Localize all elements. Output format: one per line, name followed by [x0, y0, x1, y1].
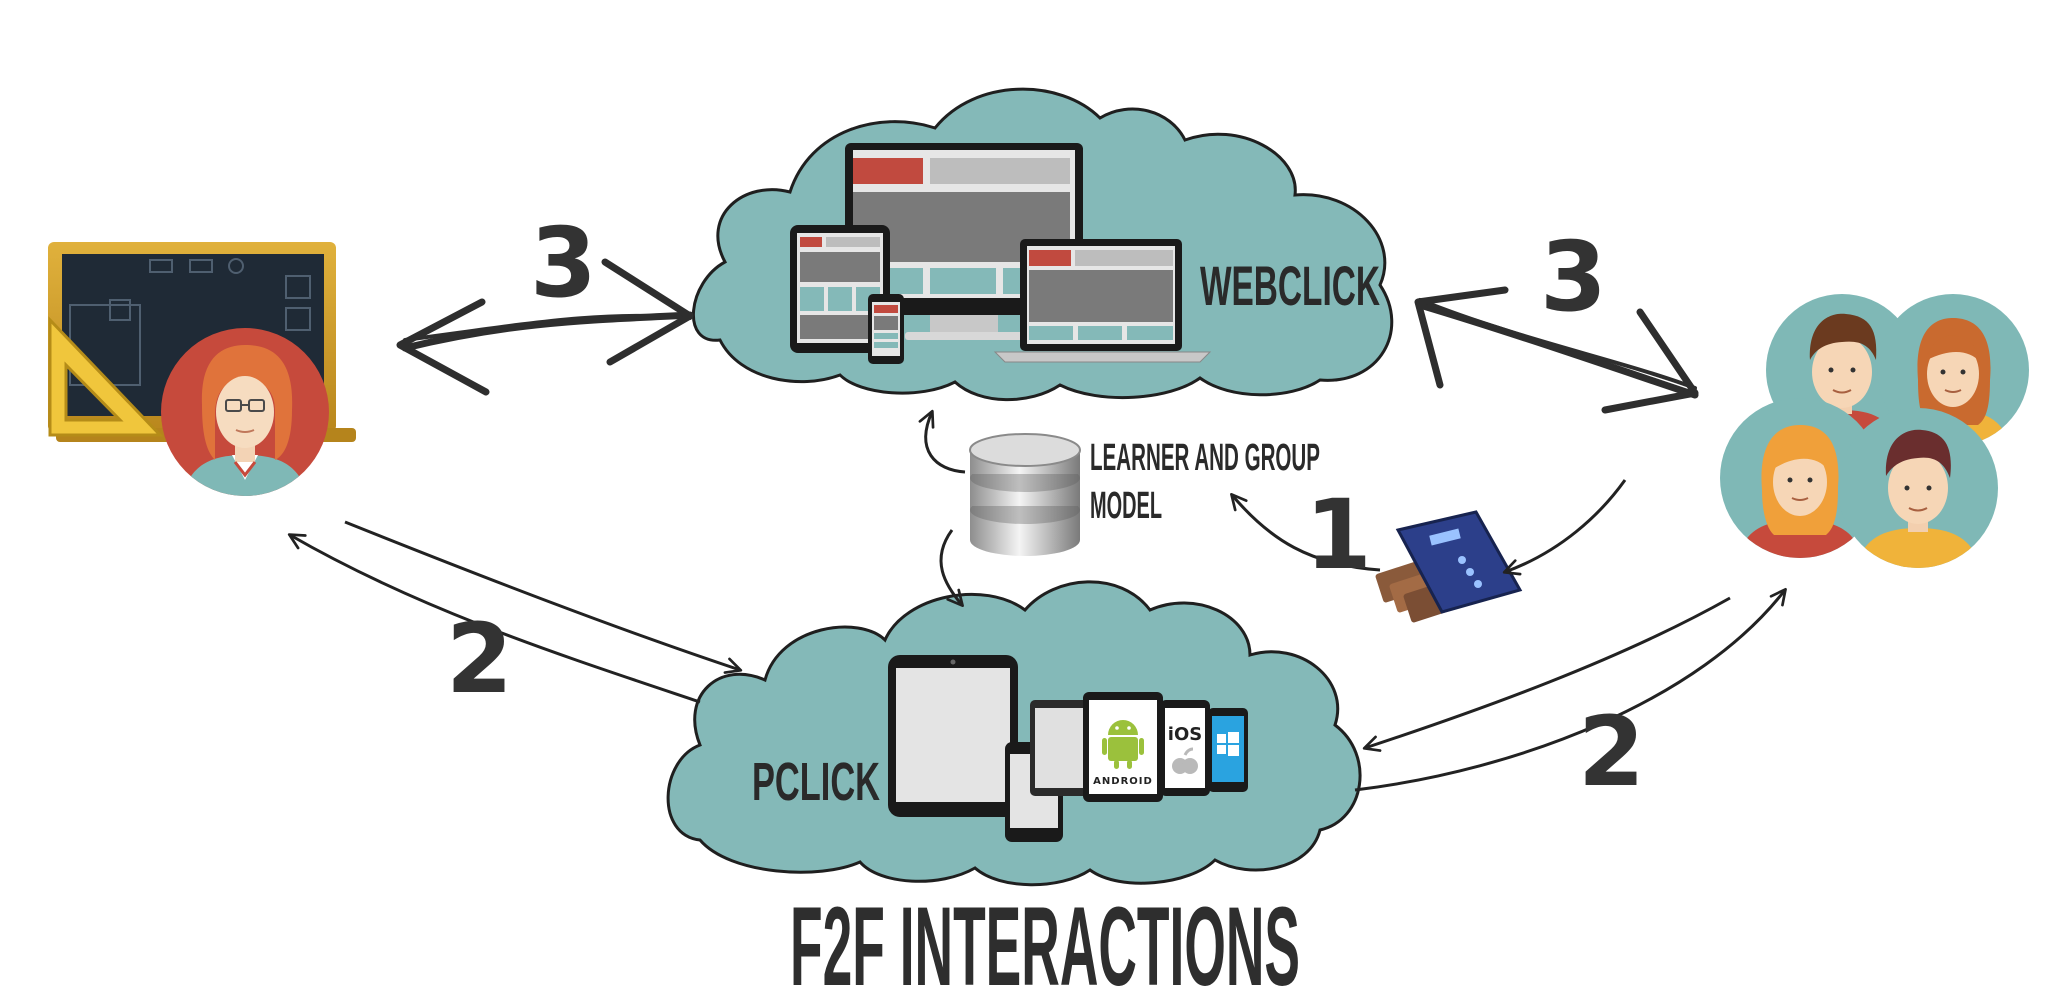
- responsive-devices-icon: [790, 143, 1212, 364]
- ios-label: iOS: [1168, 724, 1202, 745]
- arrow-teacher-pclick: [287, 520, 743, 704]
- model-label-line2: MODEL: [1090, 485, 1162, 527]
- student-group-icon: [1720, 294, 2029, 568]
- apple-icon: [1172, 747, 1198, 774]
- step-number-teacher-webclick: 3: [530, 207, 597, 319]
- arrow-model-webclick: [918, 409, 966, 474]
- windows-icon: [1217, 732, 1239, 756]
- tablets-phones-icon: ANDROID iOS: [888, 655, 1248, 842]
- model-label-line1: LEARNER AND GROUP: [1090, 437, 1320, 479]
- database-icon: [969, 433, 1081, 556]
- arrow-students-clicker: [1502, 479, 1627, 576]
- webclick-label: WEBCLICK: [1200, 254, 1380, 317]
- pclick-cloud: PCLICK ANDR: [666, 580, 1362, 887]
- teacher-figure: [180, 345, 310, 496]
- teacher-at-blackboard-icon: [48, 242, 356, 496]
- pclick-label: PCLICK: [752, 752, 880, 812]
- footer-title: F2F INTERACTIONS: [790, 884, 1300, 1000]
- webclick-cloud: WEBCLICK: [691, 87, 1394, 402]
- clicker-remote-icon: [1375, 510, 1523, 623]
- android-icon: [1102, 720, 1144, 769]
- android-label: ANDROID: [1093, 776, 1153, 787]
- step-number-webclick-students: 3: [1540, 221, 1607, 333]
- step-number-students-pclick: 2: [1578, 696, 1645, 808]
- set-square-icon: [48, 316, 164, 437]
- arrow-webclick-students: [1414, 286, 1699, 414]
- arrow-model-pclick: [939, 529, 964, 608]
- arrow-teacher-webclick: [396, 258, 694, 396]
- arrow-students-pclick: [1354, 587, 1787, 792]
- step-number-teacher-pclick: 2: [446, 603, 513, 715]
- step-number-clicker-model: 1: [1305, 479, 1372, 591]
- arrow-clicker-model: [1230, 492, 1381, 572]
